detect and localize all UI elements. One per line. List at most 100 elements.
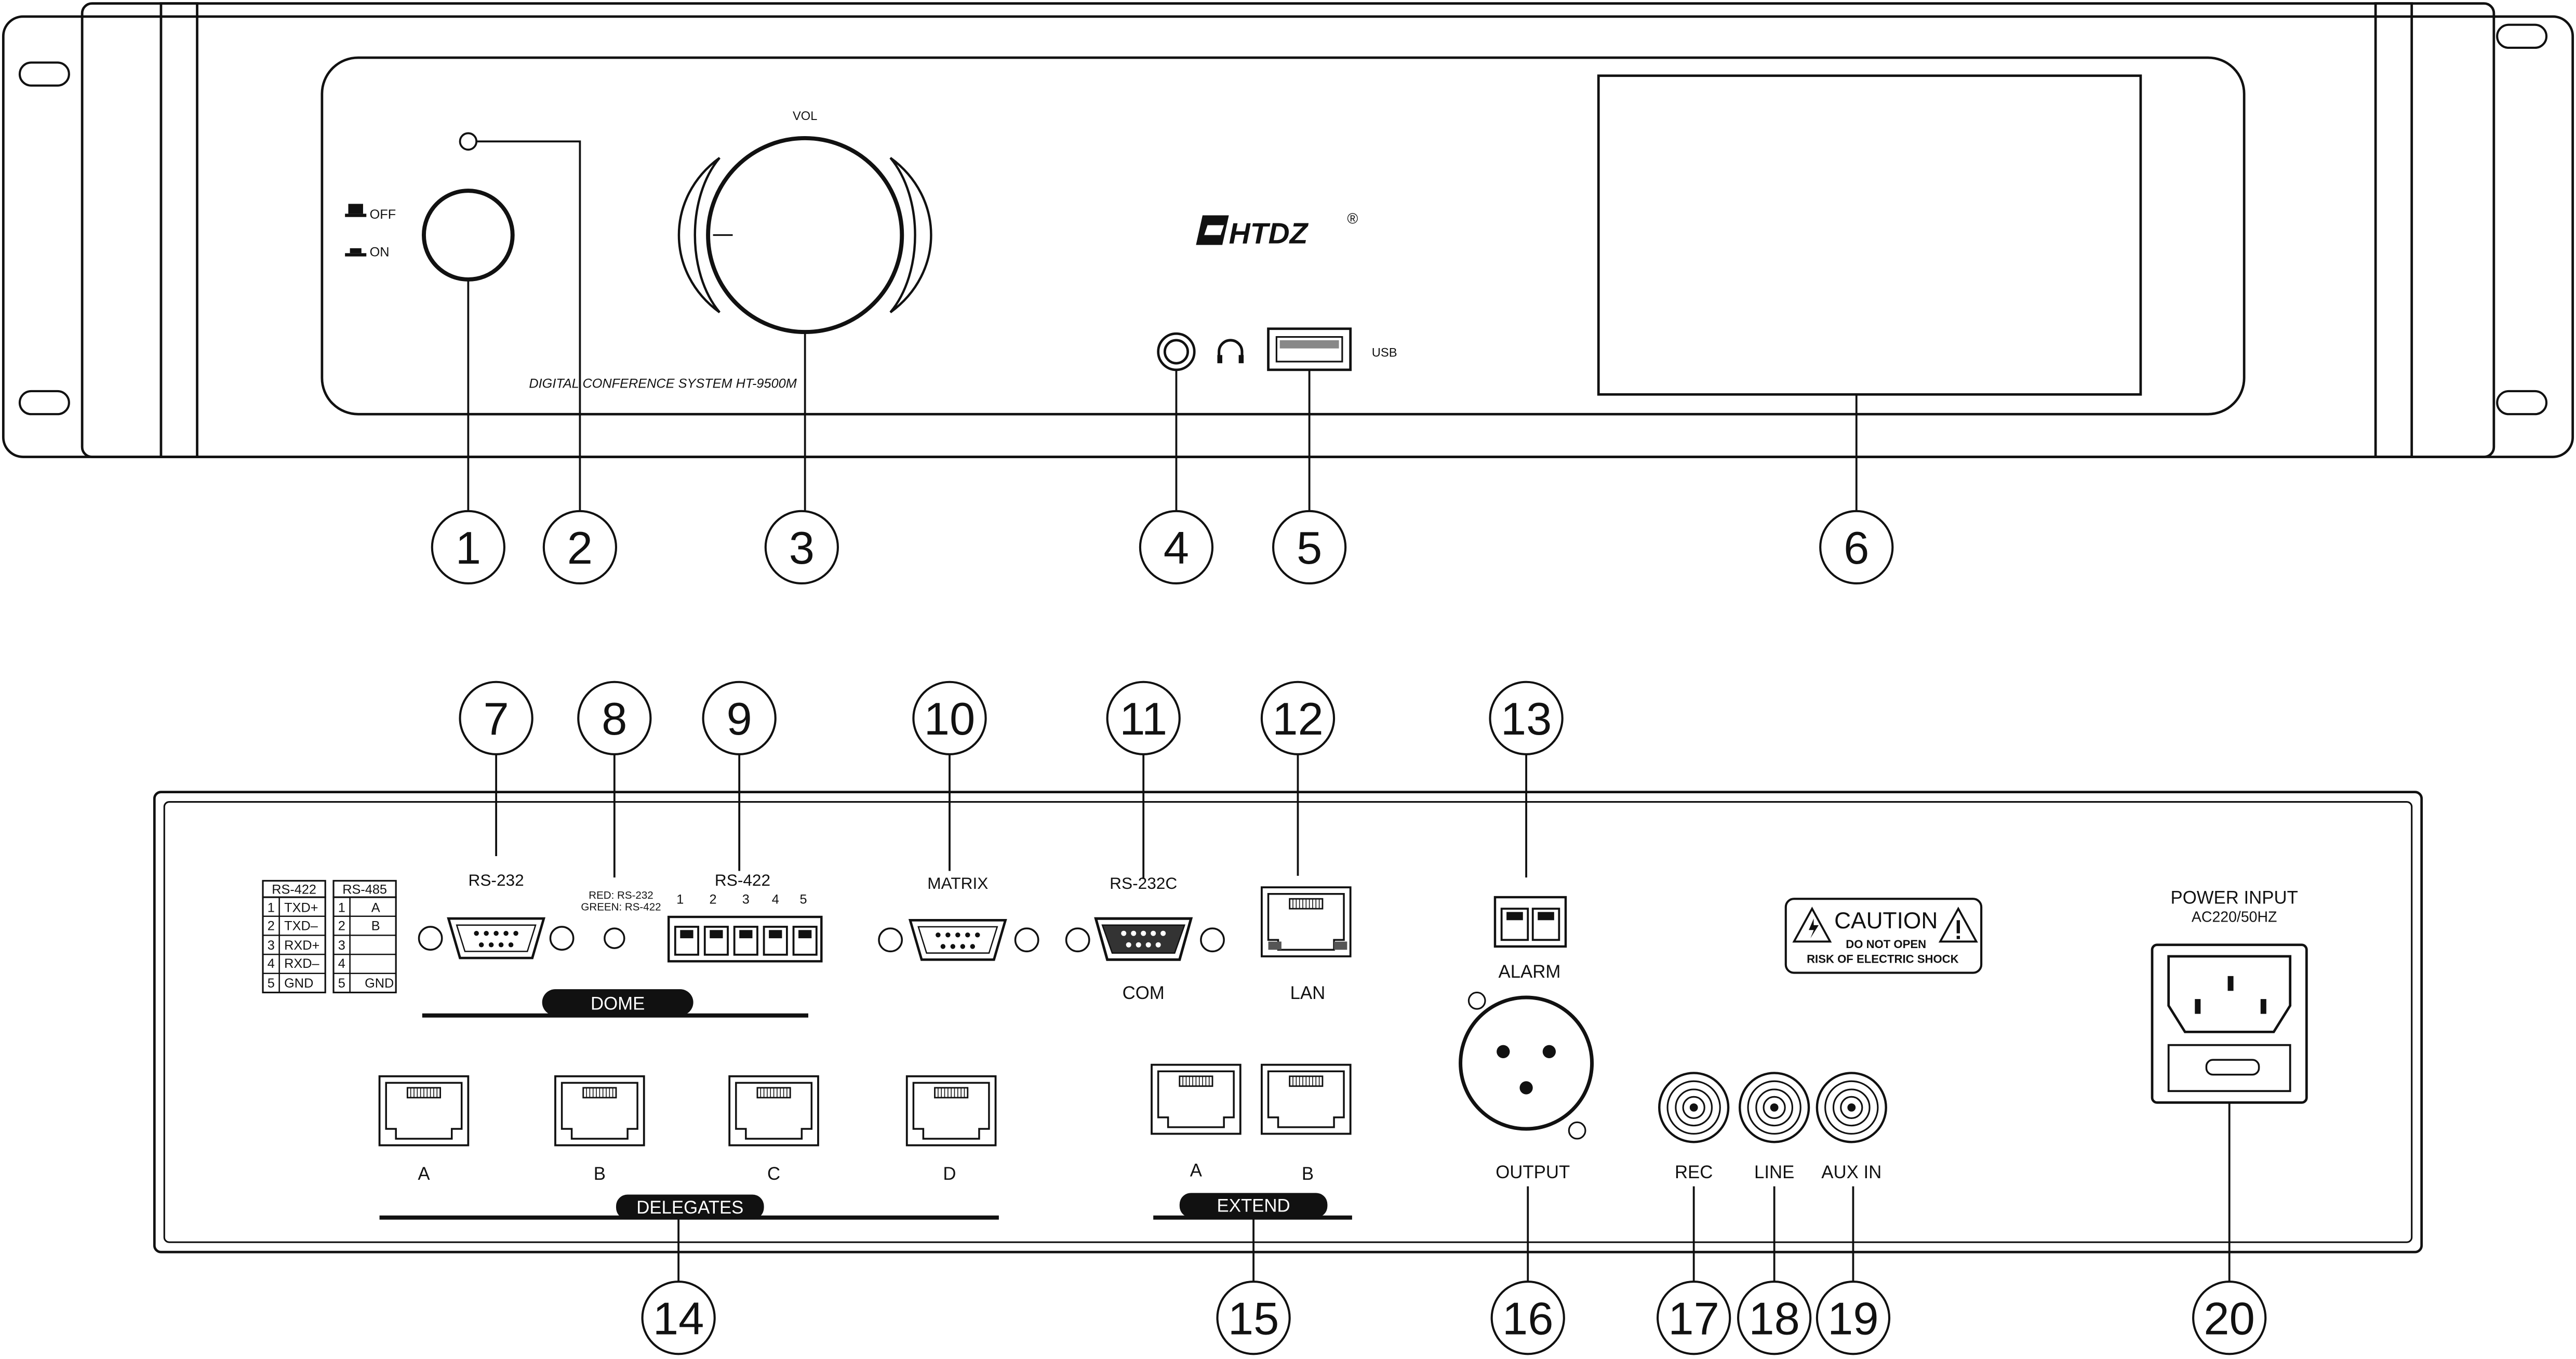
delegate-port-c-label: C [767, 1164, 780, 1184]
caution-label: CAUTION DO NOT OPEN RISK OF ELECTRIC SHO… [1784, 898, 1983, 974]
pinout-table: RS-422 RS-485 1 TXD+ 1 A 2 TXD– 2 B 3 RX… [262, 880, 397, 994]
callout-16: 16 [1492, 1282, 1564, 1354]
com-port[interactable] [1094, 917, 1193, 961]
svg-text:17: 17 [1668, 1293, 1719, 1344]
matrix-port[interactable] [910, 920, 1005, 960]
lan-port[interactable] [1261, 886, 1352, 957]
callout-14: 14 [643, 1282, 715, 1354]
delegates-group-bar: DELEGATES [379, 1194, 999, 1220]
svg-text:B: B [371, 918, 380, 933]
volume-knob[interactable] [706, 136, 904, 335]
callout-12: 12 [1262, 682, 1334, 754]
delegate-port-b[interactable] [554, 1075, 645, 1147]
callout-17: 17 [1658, 1282, 1730, 1354]
headphone-jack[interactable] [1157, 332, 1196, 371]
extend-group-bar: EXTEND [1153, 1193, 1352, 1220]
callout-18: 18 [1738, 1282, 1810, 1354]
svg-text:12: 12 [1272, 693, 1323, 744]
callout-11: 11 [1107, 682, 1180, 754]
svg-text:TXD–: TXD– [284, 918, 318, 933]
iec-power-inlet[interactable] [2151, 943, 2308, 1104]
power-indicator-led [459, 132, 478, 151]
rs422-terminal-block[interactable] [667, 915, 823, 963]
svg-text:3: 3 [338, 938, 345, 953]
htdz-logo: HTDZ ® [1196, 210, 1358, 250]
callout-4: 4 [1140, 511, 1212, 583]
callout-8: 8 [578, 682, 650, 754]
extend-port-b[interactable] [1261, 1063, 1352, 1135]
callout-15: 15 [1218, 1282, 1290, 1354]
alarm-terminal[interactable] [1493, 896, 1567, 948]
svg-text:5: 5 [1297, 522, 1322, 574]
svg-text:RXD–: RXD– [284, 956, 319, 971]
headphone-icon [1217, 339, 1244, 364]
line-label: LINE [1754, 1163, 1794, 1182]
callout-19: 19 [1817, 1282, 1889, 1354]
callout-5: 5 [1273, 511, 1345, 583]
dome-group-bar: DOME [422, 989, 809, 1018]
svg-text:2: 2 [268, 918, 275, 933]
rec-jack[interactable] [1659, 1073, 1728, 1142]
svg-text:4: 4 [1164, 522, 1189, 574]
delegate-port-a[interactable] [378, 1075, 470, 1147]
rs422-pin-numbers: 1 2 3 4 5 [676, 892, 807, 907]
lightning-warning-icon [1792, 907, 1832, 943]
right-rack-ear [2374, 2, 2548, 458]
aux-in-jack[interactable] [1817, 1073, 1886, 1142]
delegates-label: DELEGATES [636, 1198, 743, 1218]
rs232-screw-left [418, 926, 443, 951]
svg-text:1: 1 [268, 901, 275, 915]
svg-text:6: 6 [1844, 522, 1869, 574]
output-xlr-connector[interactable] [1459, 995, 1594, 1131]
matrix-screw-right [1014, 927, 1039, 953]
usb-port[interactable] [1267, 327, 1352, 371]
com-screw-right [1200, 927, 1225, 953]
svg-text:A: A [371, 901, 380, 915]
display-screen [1597, 74, 2142, 396]
svg-text:5: 5 [799, 892, 807, 907]
callout-2: 2 [544, 511, 616, 583]
svg-text:14: 14 [653, 1293, 704, 1344]
caution-line-2: RISK OF ELECTRIC SHOCK [1807, 953, 1959, 966]
svg-text:4: 4 [338, 956, 345, 971]
extend-port-a[interactable] [1151, 1063, 1242, 1135]
extend-label: EXTEND [1217, 1196, 1290, 1216]
extend-port-b-label: B [1302, 1164, 1314, 1184]
fuse-holder[interactable] [2205, 1059, 2260, 1076]
svg-text:11: 11 [1119, 693, 1167, 744]
delegate-port-d-label: D [943, 1164, 956, 1184]
svg-text:TXD+: TXD+ [284, 901, 318, 915]
power-on-label: ON [370, 245, 390, 260]
rs232-port[interactable] [448, 918, 543, 958]
delegate-port-d[interactable] [905, 1075, 997, 1147]
volume-label: VOL [793, 110, 817, 123]
callout-9: 9 [703, 682, 776, 754]
svg-text:2: 2 [338, 918, 345, 933]
matrix-screw-left [878, 927, 903, 953]
dome-label: DOME [591, 994, 645, 1014]
volume-knob-surround [677, 157, 932, 313]
svg-text:5: 5 [338, 976, 345, 991]
svg-text:16: 16 [1502, 1293, 1554, 1344]
rs422-header: RS-422 [272, 883, 316, 897]
svg-text:1: 1 [338, 901, 345, 915]
rs232-screw-right [549, 926, 575, 951]
delegate-port-c[interactable] [728, 1075, 819, 1147]
xlr-latch-bottom [1568, 1121, 1586, 1140]
callout-6: 6 [1820, 511, 1892, 583]
svg-text:1: 1 [456, 522, 481, 574]
svg-text:2: 2 [710, 892, 717, 907]
svg-text:9: 9 [727, 693, 752, 744]
lan-label: LAN [1290, 983, 1326, 1003]
power-spec-label: AC220/50HZ [2192, 909, 2277, 925]
power-switch[interactable] [422, 189, 515, 282]
svg-text:3: 3 [789, 522, 815, 574]
brand-mark-icon [1196, 215, 1229, 245]
power-off-icon [345, 204, 367, 217]
line-jack[interactable] [1740, 1073, 1809, 1142]
power-input-label: POWER INPUT [2171, 888, 2298, 908]
alarm-label: ALARM [1499, 962, 1561, 982]
xlr-latch-top [1467, 991, 1486, 1010]
svg-text:3: 3 [742, 892, 750, 907]
